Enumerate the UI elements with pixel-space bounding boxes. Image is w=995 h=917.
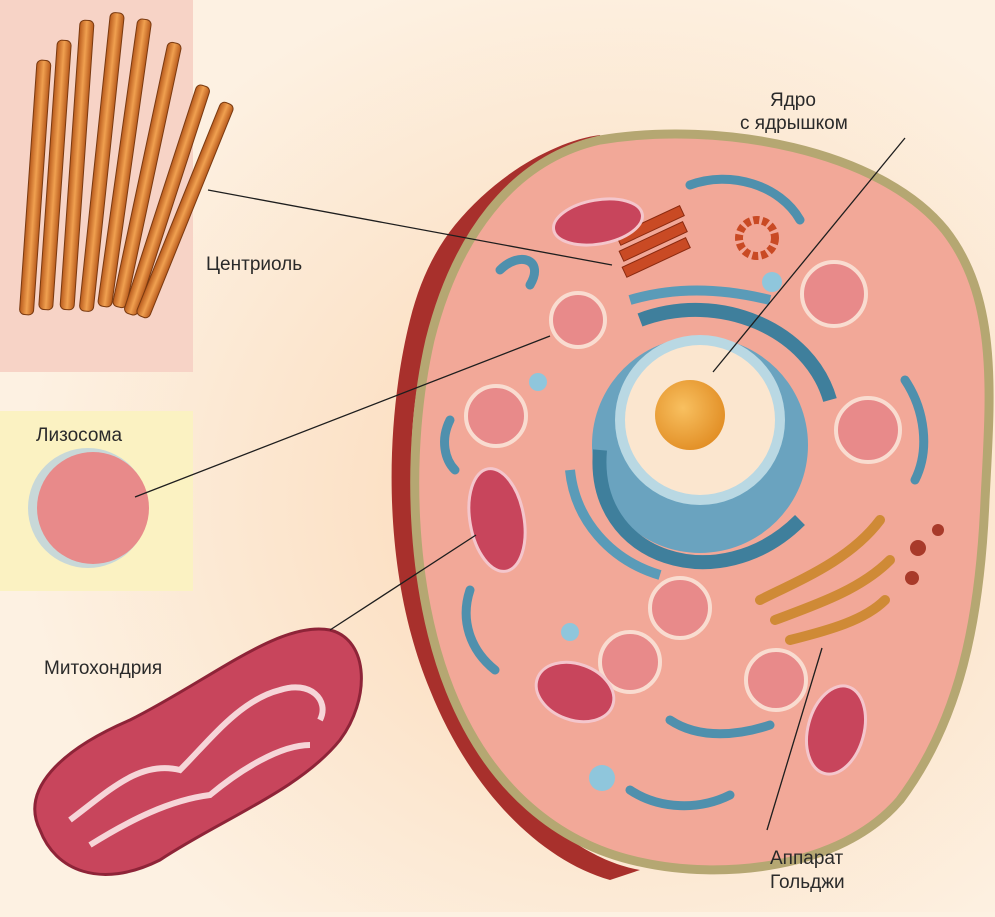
golgi-vesicle bbox=[905, 571, 919, 585]
er-fragment bbox=[665, 715, 775, 739]
leader-lines bbox=[134, 137, 906, 831]
label-lysosome: Лизосома bbox=[36, 425, 123, 446]
lysosome bbox=[648, 576, 712, 640]
golgi-cisterna bbox=[770, 555, 895, 625]
rough-er-2 bbox=[637, 302, 837, 403]
cell-centriole-ring bbox=[735, 216, 779, 260]
cell-golgi bbox=[755, 515, 895, 645]
lysosome bbox=[464, 384, 528, 448]
golgi-cisterna bbox=[755, 515, 885, 605]
centriole-tube bbox=[618, 221, 688, 262]
vesicle bbox=[529, 373, 547, 391]
er-fragment bbox=[440, 415, 460, 475]
er-fragment bbox=[495, 254, 540, 290]
nucleus-group bbox=[565, 285, 837, 580]
lysosome bbox=[744, 648, 808, 712]
vesicles bbox=[529, 272, 782, 791]
er-fragment bbox=[461, 585, 500, 675]
mitochondrion bbox=[805, 684, 867, 776]
centriole-tube bbox=[79, 12, 125, 312]
vesicle bbox=[589, 765, 615, 791]
centriole-tube bbox=[112, 41, 182, 309]
golgi-cisterna bbox=[785, 595, 890, 645]
leader-lysosome bbox=[134, 335, 551, 498]
lysosome-enlarged bbox=[37, 452, 149, 564]
mitochondrion bbox=[534, 660, 616, 724]
nucleolus bbox=[655, 380, 725, 450]
golgi-vesicle bbox=[932, 524, 944, 536]
label-nucleus-line2: с ядрышком bbox=[740, 113, 848, 134]
cell-centriole bbox=[615, 205, 691, 278]
rough-er-1 bbox=[592, 449, 805, 570]
rough-er-4 bbox=[628, 285, 772, 305]
label-mitochondrion: Митохондрия bbox=[44, 658, 163, 679]
leader-nucleus bbox=[712, 137, 906, 373]
er-fragment bbox=[900, 375, 929, 485]
er-fragments bbox=[440, 174, 929, 811]
lysosome bbox=[598, 630, 662, 694]
er-fragment bbox=[625, 785, 735, 811]
leader-centriole bbox=[207, 189, 613, 266]
mitochondrion bbox=[552, 197, 644, 247]
lysosome bbox=[800, 260, 868, 328]
centriole-tube bbox=[136, 101, 234, 319]
lysosome bbox=[834, 396, 902, 464]
lysosome bbox=[549, 291, 607, 349]
centriole-tube bbox=[621, 237, 691, 278]
leader-mitochondrion bbox=[329, 534, 477, 631]
centriole-tube bbox=[59, 19, 95, 311]
mitochondrion-cristae bbox=[88, 742, 311, 848]
rough-er-3 bbox=[565, 469, 662, 580]
centriole-tube bbox=[19, 59, 52, 316]
label-nucleus-line1: Ядро bbox=[770, 90, 816, 111]
er-fragment bbox=[685, 174, 805, 225]
cell-mitochondria bbox=[467, 197, 867, 776]
centriole-tube bbox=[124, 84, 210, 316]
leader-golgi bbox=[766, 647, 823, 831]
mitochondrion bbox=[467, 467, 527, 573]
label-golgi-line2: Гольджи bbox=[770, 872, 845, 893]
vesicle bbox=[762, 272, 782, 292]
centriole-tube bbox=[38, 39, 72, 311]
centriole-tube bbox=[97, 18, 152, 308]
mitochondrion-enlarged bbox=[33, 627, 363, 876]
cell-lysosomes bbox=[464, 260, 902, 712]
label-centriole: Центриоль bbox=[206, 254, 303, 275]
mitochondrion-cristae bbox=[68, 684, 326, 823]
vesicle bbox=[561, 623, 579, 641]
golgi-vesicle bbox=[910, 540, 926, 556]
centriole-enlarged bbox=[19, 12, 234, 319]
label-golgi-line1: Аппарат bbox=[770, 848, 844, 869]
